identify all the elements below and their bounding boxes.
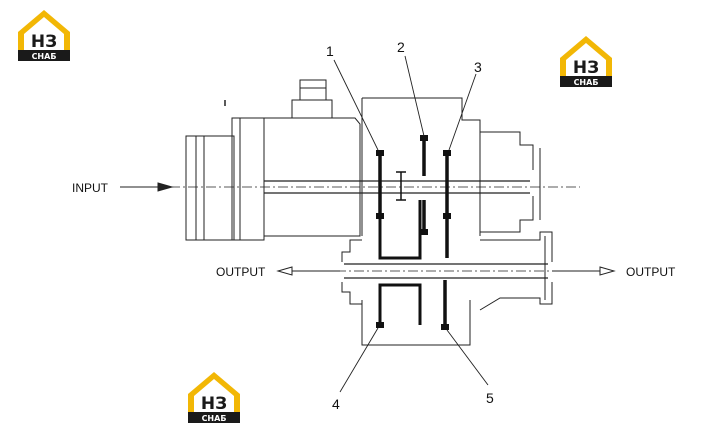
motor-housing (185, 79, 361, 241)
logo-word: СНАБ (574, 78, 599, 87)
output-shaft (300, 263, 600, 279)
input-shaft (170, 180, 580, 194)
output-label-left: OUTPUT (216, 265, 266, 279)
logo-word: СНАБ (32, 52, 57, 61)
callout-2: 2 (397, 39, 405, 55)
callout-leaders (333, 55, 489, 393)
gearbox-drawing (120, 55, 616, 393)
logo-bottom: НЗ СНАБ (188, 372, 240, 423)
callout-1: 1 (326, 43, 334, 59)
logo-top-left: НЗ СНАБ (18, 10, 70, 61)
output-arrow-right (552, 266, 616, 276)
callout-3: 3 (474, 59, 482, 75)
callout-4: 4 (332, 396, 340, 412)
gear-teeth (376, 135, 451, 330)
coupling (396, 171, 406, 201)
output-label-right: OUTPUT (626, 265, 676, 279)
input-arrow (120, 182, 174, 192)
logo-letters: НЗ (31, 32, 57, 52)
output-arrow-left (276, 266, 340, 276)
callout-5: 5 (486, 390, 494, 406)
logo-top-right: НЗ СНАБ (560, 36, 612, 87)
input-label: INPUT (72, 181, 109, 195)
logo-letters: НЗ (573, 58, 599, 78)
logo-word: СНАБ (202, 414, 227, 423)
main-housing (341, 97, 553, 346)
gear-train (378, 137, 449, 327)
logo-letters: НЗ (201, 394, 227, 414)
